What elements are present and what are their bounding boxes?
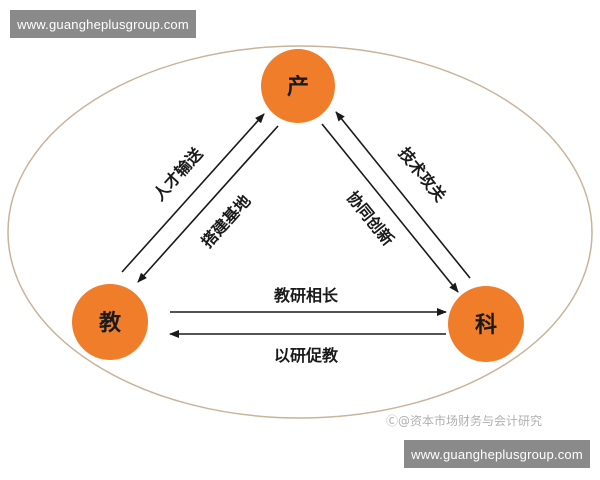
arrow-left-outer: [121, 113, 265, 273]
edge-label-right-inner: 协同创新: [343, 188, 398, 250]
node-top-circle: [261, 49, 335, 123]
arrow-right-outer: [335, 111, 471, 279]
edge-label-left-inner: 搭建基地: [197, 191, 254, 251]
node-right-label: 科: [475, 313, 497, 338]
edge-label-bottom-bottom: 以研促教: [274, 346, 339, 365]
edge-label-bottom-top: 教研相长: [274, 286, 339, 305]
watermark-text: Ⓒ@资本市场财务与会计研究: [386, 414, 543, 428]
edge-label-left-outer: 人才输送: [149, 143, 207, 204]
node-top-label: 产: [287, 75, 309, 100]
arrow-left-inner: [137, 125, 279, 283]
url-banner-top: www.guangheplusgroup.com: [10, 10, 196, 38]
outer-ellipse: [7, 45, 593, 419]
url-banner-bottom: www.guangheplusgroup.com: [404, 440, 590, 468]
node-left-circle: [72, 284, 148, 360]
node-left-label: 教: [99, 310, 122, 336]
arrow-right-inner: [321, 123, 459, 293]
node-right-circle: [448, 286, 524, 362]
